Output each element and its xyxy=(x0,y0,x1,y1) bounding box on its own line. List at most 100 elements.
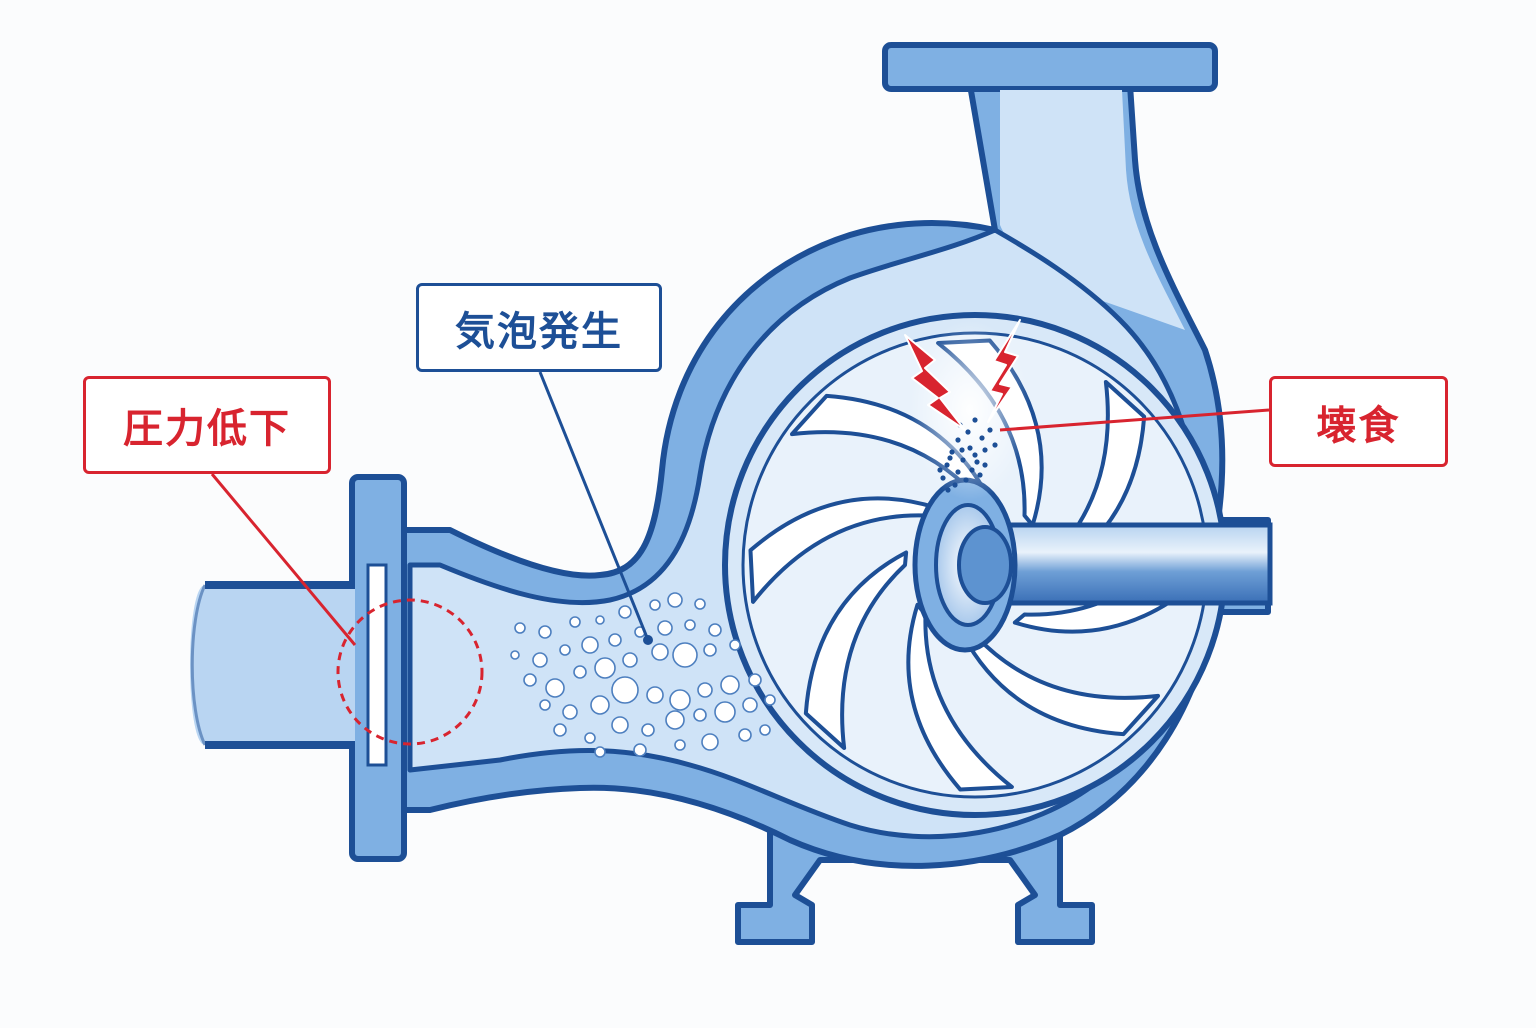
erosion-pit xyxy=(972,452,978,458)
lightning-bolt-icon xyxy=(987,319,1021,423)
bubble xyxy=(611,676,639,704)
bubble xyxy=(553,723,567,737)
erosion-pit xyxy=(945,487,951,493)
bubble xyxy=(618,605,632,619)
shaft-end xyxy=(957,525,1013,605)
bubble-generation-text: 気泡発生 xyxy=(455,308,623,355)
erosion-pit xyxy=(982,462,988,468)
erosion-pit xyxy=(944,462,950,468)
erosion-zone xyxy=(904,319,1030,500)
bubble xyxy=(646,686,664,704)
erosion-pit xyxy=(963,477,969,483)
bubble xyxy=(693,708,707,722)
bubble xyxy=(594,746,606,758)
erosion-text: 壊食 xyxy=(1316,402,1401,449)
erosion-label: 壊食 xyxy=(1269,376,1448,467)
bubble-leader xyxy=(538,371,650,641)
shaft xyxy=(997,522,1273,606)
bubble xyxy=(538,625,552,639)
bubble-generation-label: 気泡発生 xyxy=(416,283,662,372)
bubble xyxy=(569,616,581,628)
erosion-pit xyxy=(974,459,980,465)
bubble xyxy=(667,592,683,608)
bubble xyxy=(581,636,599,654)
bubble xyxy=(641,723,655,737)
erosion-pit xyxy=(977,472,983,478)
bubble xyxy=(694,598,706,610)
bubble xyxy=(738,728,752,742)
erosion-pit xyxy=(969,467,975,473)
bubble xyxy=(539,699,551,711)
erosion-pit xyxy=(952,482,958,488)
impeller-blade xyxy=(748,496,938,604)
bubble xyxy=(703,643,717,657)
erosion-pit xyxy=(965,429,971,435)
bubble xyxy=(611,716,629,734)
bubble xyxy=(748,673,762,687)
erosion-pit xyxy=(992,442,998,448)
bubble xyxy=(608,633,622,647)
bubble xyxy=(657,620,673,636)
erosion-pit xyxy=(955,469,961,475)
bubble-cluster xyxy=(510,592,776,758)
impeller-blade xyxy=(803,550,909,751)
erosion-pit xyxy=(949,449,955,455)
bubble xyxy=(665,710,685,730)
bubble xyxy=(510,650,520,660)
erosion-pit xyxy=(960,457,966,463)
erosion-pit xyxy=(947,455,953,461)
bubble xyxy=(720,675,740,695)
pressure-drop-label: 圧力低下 xyxy=(83,376,331,474)
erosion-pit xyxy=(967,445,973,451)
bubble xyxy=(684,619,696,631)
bubble xyxy=(595,615,605,625)
bubble xyxy=(594,657,616,679)
low-pressure-zone xyxy=(336,598,484,746)
bubble xyxy=(714,701,736,723)
bubble xyxy=(672,642,698,668)
bubble xyxy=(523,673,537,687)
bubble xyxy=(701,733,719,751)
pressure-leader xyxy=(210,473,357,646)
pressure-drop-text: 圧力低下 xyxy=(123,406,291,452)
bubble xyxy=(674,739,686,751)
impeller-blade xyxy=(906,602,1014,792)
bubble xyxy=(633,743,647,757)
bubble xyxy=(697,682,713,698)
bubble xyxy=(759,724,771,736)
erosion-pit xyxy=(987,427,993,433)
shaft-assembly xyxy=(912,477,1273,653)
erosion-pit xyxy=(937,467,943,473)
bubble xyxy=(651,643,669,661)
erosion-pit xyxy=(955,437,961,443)
bubble xyxy=(573,665,587,679)
bubble xyxy=(729,639,741,651)
bubble xyxy=(622,652,638,668)
erosion-pit xyxy=(940,475,946,481)
bubble xyxy=(708,623,722,637)
bubble xyxy=(559,644,571,656)
bubble xyxy=(514,622,526,634)
bubble xyxy=(764,694,776,706)
bubble xyxy=(532,652,548,668)
bubble xyxy=(669,689,691,711)
discharge-flange xyxy=(882,42,1218,92)
bubble xyxy=(742,697,758,713)
suction-pipe xyxy=(190,585,355,745)
leader-lines xyxy=(210,371,1270,646)
erosion-pit xyxy=(972,417,978,423)
erosion-pit xyxy=(959,447,965,453)
bubble xyxy=(590,695,610,715)
bubble xyxy=(562,704,578,720)
erosion-pit xyxy=(982,447,988,453)
pump-base xyxy=(735,827,1095,945)
bubble xyxy=(545,678,565,698)
lightning-bolt-icon xyxy=(904,334,966,431)
bubble xyxy=(649,599,661,611)
erosion-pit xyxy=(979,435,985,441)
erosion-leader xyxy=(999,408,1270,432)
bubble xyxy=(584,732,596,744)
impeller-blade xyxy=(960,631,1161,737)
